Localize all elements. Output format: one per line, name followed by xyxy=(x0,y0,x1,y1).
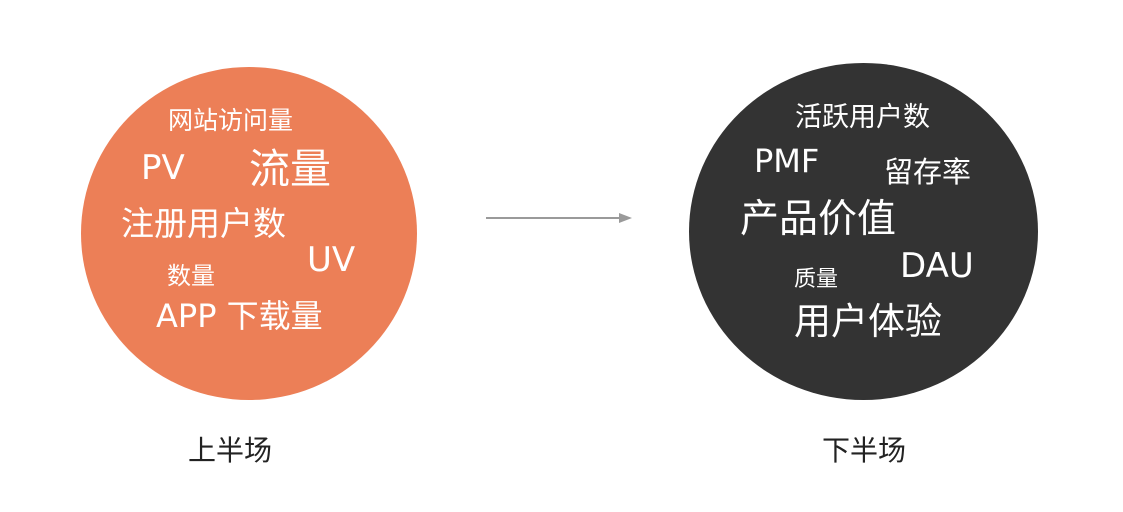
keyword-registered-users: 注册用户数 xyxy=(121,204,286,243)
right-caption: 下半场 xyxy=(822,434,907,467)
keyword-pmf: PMF xyxy=(754,142,820,180)
transition-arrow xyxy=(486,213,632,223)
keyword-traffic: 流量 xyxy=(249,145,331,193)
right-keyword-circle xyxy=(689,63,1038,400)
keyword-dau: DAU xyxy=(900,246,974,286)
keyword-uv: UV xyxy=(307,240,356,280)
keyword-app-downloads: APP 下载量 xyxy=(156,297,323,335)
left-keyword-circle xyxy=(81,67,417,400)
keyword-pv: PV xyxy=(141,148,185,188)
left-caption: 上半场 xyxy=(188,434,273,467)
keyword-quantity: 数量 xyxy=(167,262,215,290)
keyword-quality: 质量 xyxy=(794,267,839,292)
keyword-active-users: 活跃用户数 xyxy=(795,102,930,133)
keyword-site-visits: 网站访问量 xyxy=(168,106,294,135)
keyword-product-value: 产品价值 xyxy=(740,197,897,242)
keyword-retention: 留存率 xyxy=(884,155,972,189)
keyword-user-experience: 用户体验 xyxy=(794,300,942,343)
